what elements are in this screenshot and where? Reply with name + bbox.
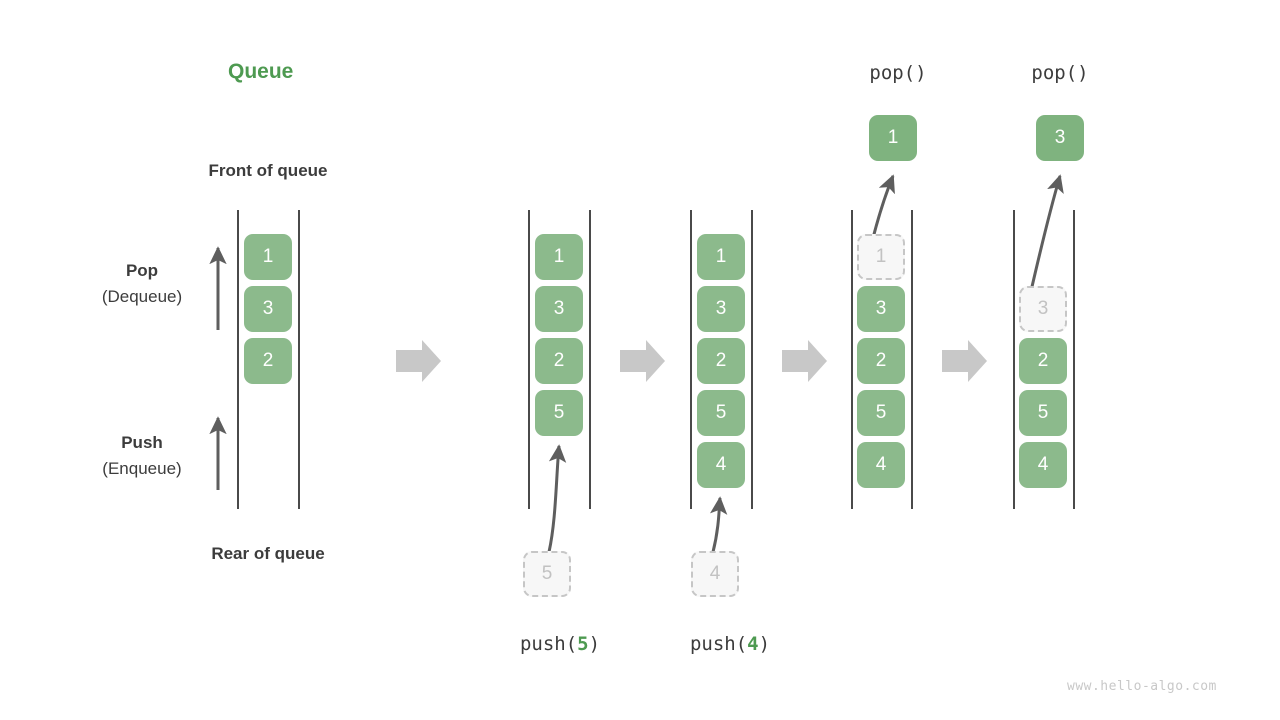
pop-1-remove-arrow — [870, 174, 895, 243]
push-4-fn: push( — [689, 633, 748, 655]
push-4-paren: ) — [758, 633, 771, 655]
diagram-title: Queue — [228, 60, 294, 83]
push-label-group: Push (Enqueue) — [57, 430, 227, 482]
pop-3-remove-arrow — [1029, 174, 1064, 292]
pop-label: Pop — [125, 261, 159, 280]
incoming-ghost-cell: 4 — [691, 551, 739, 597]
queue-cell: 4 — [1019, 442, 1067, 488]
watermark: www.hello-algo.com — [1067, 679, 1217, 694]
queue-cell: 5 — [535, 390, 583, 436]
incoming-ghost-cell: 5 — [523, 551, 571, 597]
push-5-paren: ) — [588, 633, 601, 655]
queue-cell: 2 — [697, 338, 745, 384]
dequeue-label: (Dequeue) — [101, 287, 183, 306]
rail-left — [237, 210, 239, 509]
queue-cell: 3 — [244, 286, 292, 332]
front-of-queue-label: Front of queue — [208, 161, 328, 180]
queue-cell: 5 — [1019, 390, 1067, 436]
queue-cell: 5 — [857, 390, 905, 436]
rail-right — [911, 210, 913, 509]
step-arrow-4 — [942, 340, 987, 382]
push-5-fn: push( — [519, 633, 578, 655]
step-arrow-3 — [782, 340, 827, 382]
rail-right — [589, 210, 591, 509]
push-5-arg: 5 — [577, 633, 589, 655]
queue-cell: 3 — [697, 286, 745, 332]
enqueue-label: (Enqueue) — [102, 459, 182, 478]
push-label: Push — [121, 433, 163, 452]
queue-cell: 5 — [697, 390, 745, 436]
queue-cell: 1 — [697, 234, 745, 280]
queue-cell: 2 — [535, 338, 583, 384]
queue-cell: 4 — [857, 442, 905, 488]
queue-cell: 2 — [857, 338, 905, 384]
pop-label-group: Pop (Dequeue) — [57, 258, 227, 310]
removed-ghost-cell: 3 — [1019, 286, 1067, 332]
queue-cell: 3 — [535, 286, 583, 332]
rail-left — [528, 210, 530, 509]
rail-right — [298, 210, 300, 509]
rail-right — [1073, 210, 1075, 509]
rail-right — [751, 210, 753, 509]
push-4-insert-arrow — [709, 496, 728, 553]
pop-1-operation-label: pop() — [869, 62, 927, 84]
removed-ghost-cell: 1 — [857, 234, 905, 280]
queue-cell: 1 — [244, 234, 292, 280]
rail-left — [1013, 210, 1015, 509]
queue-cell: 3 — [857, 286, 905, 332]
popped-value-cell: 3 — [1036, 115, 1084, 161]
step-arrow-2 — [620, 340, 665, 382]
queue-cell: 1 — [535, 234, 583, 280]
push-4-operation-label: push(4) — [630, 633, 830, 655]
rail-left — [690, 210, 692, 509]
push-5-operation-label: push(5) — [460, 633, 660, 655]
rail-left — [851, 210, 853, 509]
push-4-arg: 4 — [747, 633, 759, 655]
popped-value-cell: 1 — [869, 115, 917, 161]
pop-3-operation-label: pop() — [1031, 62, 1089, 84]
step-arrow-1 — [396, 340, 441, 382]
queue-cell: 2 — [244, 338, 292, 384]
push-5-insert-arrow — [547, 444, 567, 553]
queue-cell: 4 — [697, 442, 745, 488]
rear-of-queue-label: Rear of queue — [211, 544, 325, 563]
queue-cell: 2 — [1019, 338, 1067, 384]
